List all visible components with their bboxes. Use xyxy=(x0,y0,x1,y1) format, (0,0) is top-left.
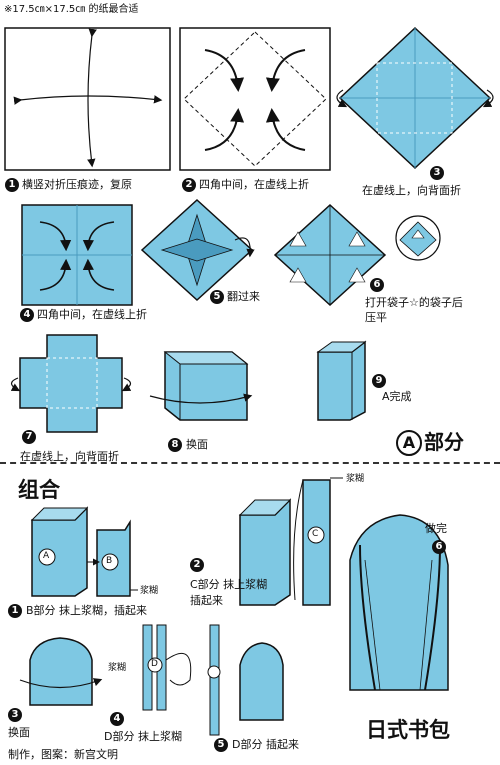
assembly1-figure xyxy=(30,506,138,597)
step-7-number: 7 xyxy=(22,430,36,444)
step-1-text: 横竖对折压痕迹，复原 xyxy=(22,178,132,191)
step-3-number: 3 xyxy=(430,166,444,180)
label-b: B xyxy=(106,556,113,566)
assembly-5-text: D部分 插起来 xyxy=(232,738,299,751)
step1-figure xyxy=(4,27,171,171)
step-4-text: 四角中间，在虚线上折 xyxy=(37,308,147,321)
part-a-letter: A xyxy=(396,430,422,456)
assembly-1-number: 1 xyxy=(8,604,22,618)
assembly4-figure xyxy=(142,624,192,711)
glue-label-c: 浆糊 xyxy=(346,474,365,484)
glue-label-d: 浆糊 xyxy=(108,663,127,673)
assembly-6-text: 做完 xyxy=(425,522,447,535)
assembly-4-text: D部分 抹上浆糊 xyxy=(104,730,182,743)
step-9-text: A完成 xyxy=(382,390,412,403)
assembly-4-number: 4 xyxy=(110,712,124,726)
assembly-2-number: 2 xyxy=(190,558,204,572)
label-a: A xyxy=(43,551,50,561)
step-8-number: 8 xyxy=(168,438,182,452)
step5-figure xyxy=(140,198,255,302)
step4-figure xyxy=(21,204,133,306)
assembly-3-number: 3 xyxy=(8,708,22,722)
step-5-text: 翻过来 xyxy=(227,290,260,303)
part-a-label: 部分 xyxy=(424,430,464,454)
credit-text: 制作，图案：新宫文明 xyxy=(8,748,118,761)
step-6-text-line1: 打开袋子☆的袋子后 xyxy=(365,296,463,309)
step-1-number: 1 xyxy=(5,178,19,192)
assembly-6-number: 6 xyxy=(432,540,446,554)
assembly-2-text-line1: C部分 抹上浆糊 xyxy=(190,578,268,591)
step-7-text: 在虚线上，向背面折 xyxy=(20,450,119,463)
step7-figure xyxy=(10,334,132,433)
step-2-text: 四角中间，在虚线上折 xyxy=(199,178,309,191)
label-c: C xyxy=(312,529,319,539)
step-5-number: 5 xyxy=(210,290,224,304)
step8-figure xyxy=(149,351,253,421)
step2-figure xyxy=(179,27,331,171)
label-d: D xyxy=(151,659,158,669)
paper-size-note: ※17.5㎝×17.5㎝ 的纸最合适 xyxy=(4,4,139,15)
assembly-title: 组合 xyxy=(18,478,60,502)
assembly-5-number: 5 xyxy=(214,738,228,752)
step-3-text: 在虚线上，向背面折 xyxy=(362,184,461,197)
assembly3-figure xyxy=(19,637,103,706)
assembly-2-text-line2: 插起来 xyxy=(190,594,223,607)
step-4-number: 4 xyxy=(20,308,34,322)
step9-figure xyxy=(316,340,367,421)
step-6-text-line2: 压平 xyxy=(365,311,387,324)
step-6-number: 6 xyxy=(370,278,384,292)
assembly-1-text: B部分 抹上浆糊，插起来 xyxy=(26,604,148,617)
step-2-number: 2 xyxy=(182,178,196,192)
finished-bag-figure xyxy=(349,514,449,691)
final-title: 日式书包 xyxy=(366,718,450,742)
step3-figure xyxy=(336,26,494,170)
assembly2-figure xyxy=(238,477,343,606)
assembly-3-text: 换面 xyxy=(8,726,30,739)
step-9-number: 9 xyxy=(372,374,386,388)
assembly5-figure xyxy=(207,624,284,736)
section-divider xyxy=(0,462,500,464)
step6-figure xyxy=(273,203,441,307)
glue-label-b: 浆糊 xyxy=(140,586,159,596)
step-8-text: 换面 xyxy=(186,438,208,451)
